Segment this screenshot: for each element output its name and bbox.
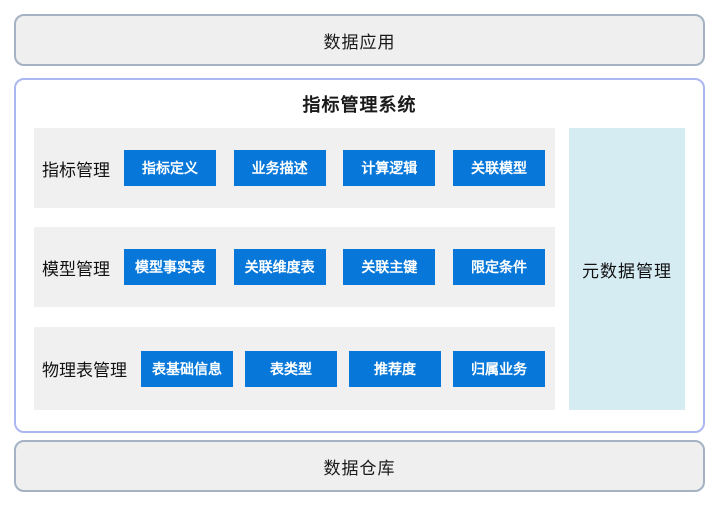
button-table-type[interactable]: 表类型 <box>245 350 337 387</box>
button-calculation-logic[interactable]: 计算逻辑 <box>343 150 436 186</box>
button-related-dimension-table[interactable]: 关联维度表 <box>233 249 326 285</box>
row-label-indicator-management: 指标管理 <box>42 160 110 180</box>
physical-table-button-group: 表基础信息 表类型 推荐度 归属业务 <box>141 350 545 387</box>
data-application-label: 数据应用 <box>323 32 396 52</box>
indicator-system-panel: 指标管理系统 指标管理 指标定义 业务描述 计算逻辑 关联模型 模型管理 模型事… <box>14 78 705 433</box>
button-owning-business[interactable]: 归属业务 <box>453 350 545 387</box>
button-recommendation-degree[interactable]: 推荐度 <box>349 350 441 387</box>
row-physical-table-management: 物理表管理 表基础信息 表类型 推荐度 归属业务 <box>34 327 555 410</box>
data-application-box: 数据应用 <box>14 14 705 66</box>
indicator-button-group: 指标定义 业务描述 计算逻辑 关联模型 <box>124 150 545 186</box>
data-warehouse-label: 数据仓库 <box>323 458 396 478</box>
button-related-primary-key[interactable]: 关联主键 <box>343 249 436 285</box>
button-model-fact-table[interactable]: 模型事实表 <box>124 249 216 285</box>
row-model-management: 模型管理 模型事实表 关联维度表 关联主键 限定条件 <box>34 227 555 307</box>
button-limiting-condition[interactable]: 限定条件 <box>452 249 545 285</box>
button-business-description[interactable]: 业务描述 <box>233 150 326 186</box>
data-warehouse-box: 数据仓库 <box>14 440 705 492</box>
button-indicator-definition[interactable]: 指标定义 <box>124 150 216 186</box>
row-indicator-management: 指标管理 指标定义 业务描述 计算逻辑 关联模型 <box>34 128 555 208</box>
metadata-management-box: 元数据管理 <box>569 128 685 410</box>
model-button-group: 模型事实表 关联维度表 关联主键 限定条件 <box>124 249 545 285</box>
system-title: 指标管理系统 <box>302 95 417 115</box>
button-table-basic-info[interactable]: 表基础信息 <box>141 350 233 387</box>
row-label-physical-table-management: 物理表管理 <box>42 361 127 380</box>
row-label-model-management: 模型管理 <box>42 259 110 279</box>
button-related-model[interactable]: 关联模型 <box>452 150 545 186</box>
metadata-management-label: 元数据管理 <box>582 261 672 281</box>
